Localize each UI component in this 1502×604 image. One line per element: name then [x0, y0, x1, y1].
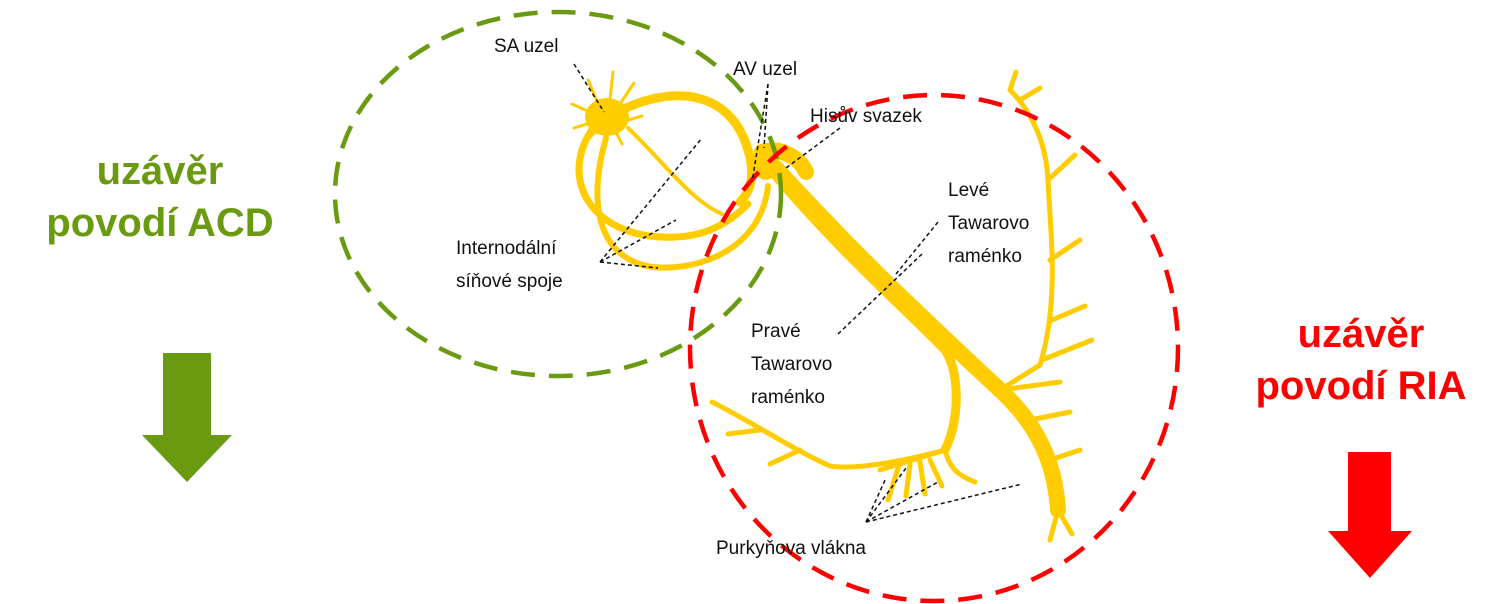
acd-title-line2: povodí ACD	[46, 201, 274, 245]
left-branch-label-line3: raménko	[948, 246, 1022, 267]
acd-occlusion-title: uzávěr povodí ACD	[10, 145, 310, 249]
ria-title-line1: uzávěr	[1297, 312, 1425, 356]
right-branch-label-line1: Pravé	[751, 321, 801, 342]
purkinje-fibers	[709, 69, 1095, 543]
purkinje-label: Purkyňova vlákna	[716, 538, 866, 559]
his-bundle-shape	[754, 142, 814, 180]
red-down-arrow-icon	[1328, 452, 1412, 578]
leader-lines	[573, 63, 1023, 523]
ria-occlusion-title: uzávěr povodí RIA	[1220, 308, 1502, 412]
green-down-arrow-icon	[142, 353, 232, 482]
right-bundle-branch	[769, 169, 961, 455]
internodal-label-line1: Internodální	[456, 238, 557, 259]
av-node-label: AV uzel	[733, 59, 797, 80]
ria-title-line2: povodí RIA	[1255, 364, 1467, 408]
sa-node-label: SA uzel	[494, 36, 558, 57]
internodal-label-line2: síňové spoje	[456, 271, 563, 292]
acd-title-line1: uzávěr	[96, 149, 224, 193]
left-branch-label-line1: Levé	[948, 180, 989, 201]
right-branch-label-line3: raménko	[751, 387, 825, 408]
right-branch-label-line2: Tawarovo	[751, 354, 832, 375]
ria-territory-circle	[687, 92, 1181, 604]
conduction-system	[570, 69, 1095, 543]
acd-territory-circle	[332, 9, 784, 379]
his-bundle-label: Hisův svazek	[810, 106, 922, 127]
sa-node-sprouts	[570, 70, 644, 146]
left-branch-label-line2: Tawarovo	[948, 213, 1029, 234]
left-bundle-branch	[768, 160, 1066, 518]
